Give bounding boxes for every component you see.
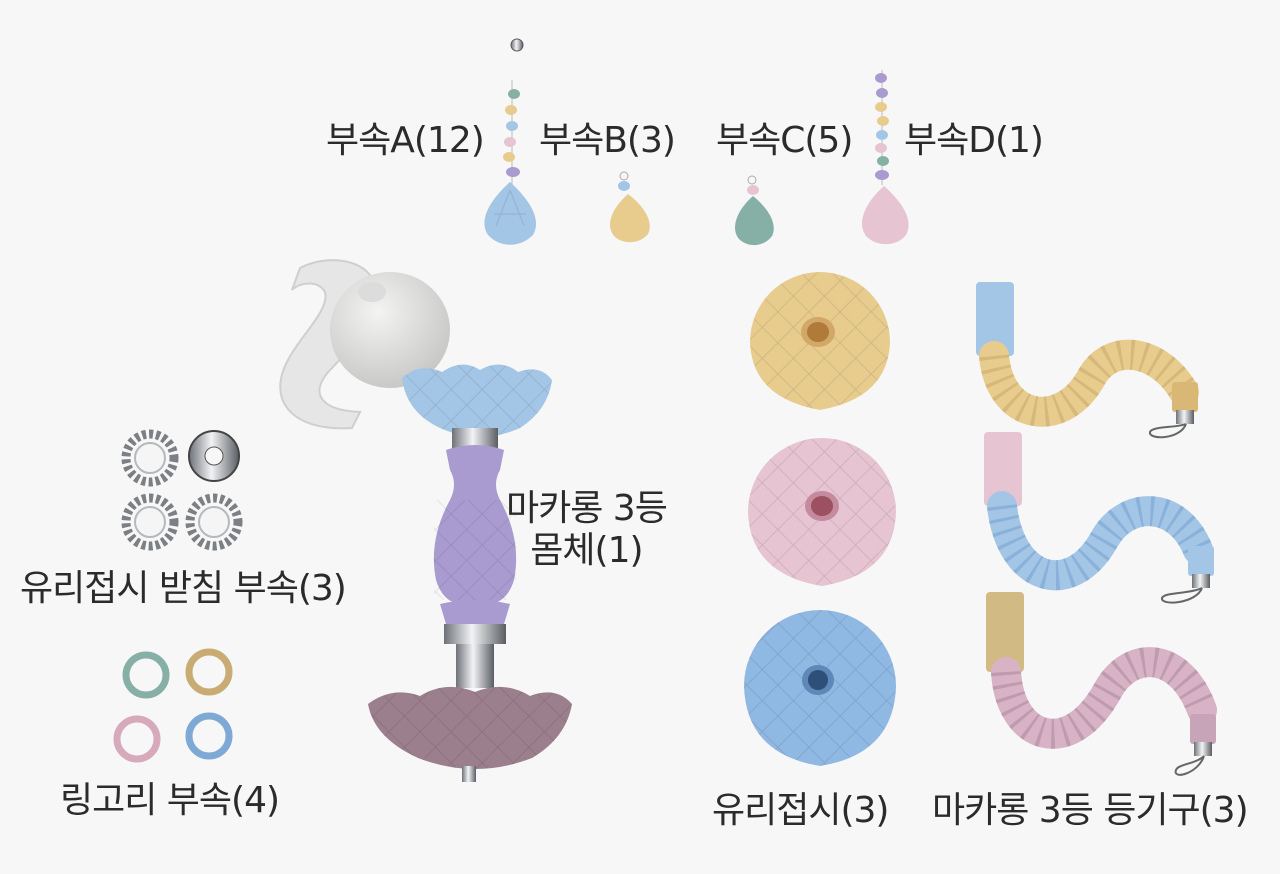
arm-blue — [984, 432, 1214, 604]
arm-pink — [986, 592, 1217, 776]
label-pendant-d: 부속D(1) — [904, 120, 1044, 161]
label-pendant-c: 부속C(5) — [716, 120, 853, 161]
label-main-body-line2: 몸체(1) — [530, 530, 643, 572]
label-pendant-a: 부속A(12) — [326, 120, 485, 161]
pendant-a-chain — [484, 80, 537, 245]
ceiling-canopy-with-strap — [279, 259, 450, 430]
arm-yellow — [976, 282, 1199, 439]
glass-dish-yellow — [750, 272, 890, 410]
pendant-c-crystal — [735, 175, 774, 246]
glass-holder-parts — [121, 429, 243, 551]
label-glass-holder: 유리접시 받침 부속(3) — [20, 568, 347, 609]
label-arm: 마카롱 3등 등기구(3) — [932, 790, 1249, 831]
label-main-body-line1: 마카롱 3등 — [506, 488, 668, 529]
pendant-d-chain — [862, 70, 909, 245]
label-main-body: 마카롱 3등 몸체(1) — [506, 488, 668, 573]
main-body-fixture — [368, 364, 572, 782]
glass-dish-blue — [744, 610, 896, 766]
ring-parts — [113, 648, 233, 763]
label-pendant-b: 부속B(3) — [539, 120, 676, 161]
label-glass-dish: 유리접시(3) — [712, 790, 889, 831]
pendant-b-crystal — [610, 171, 650, 243]
glass-dish-pink — [748, 438, 896, 586]
label-ring: 링고리 부속(4) — [60, 780, 280, 821]
ceiling-hook-icon — [510, 38, 524, 52]
